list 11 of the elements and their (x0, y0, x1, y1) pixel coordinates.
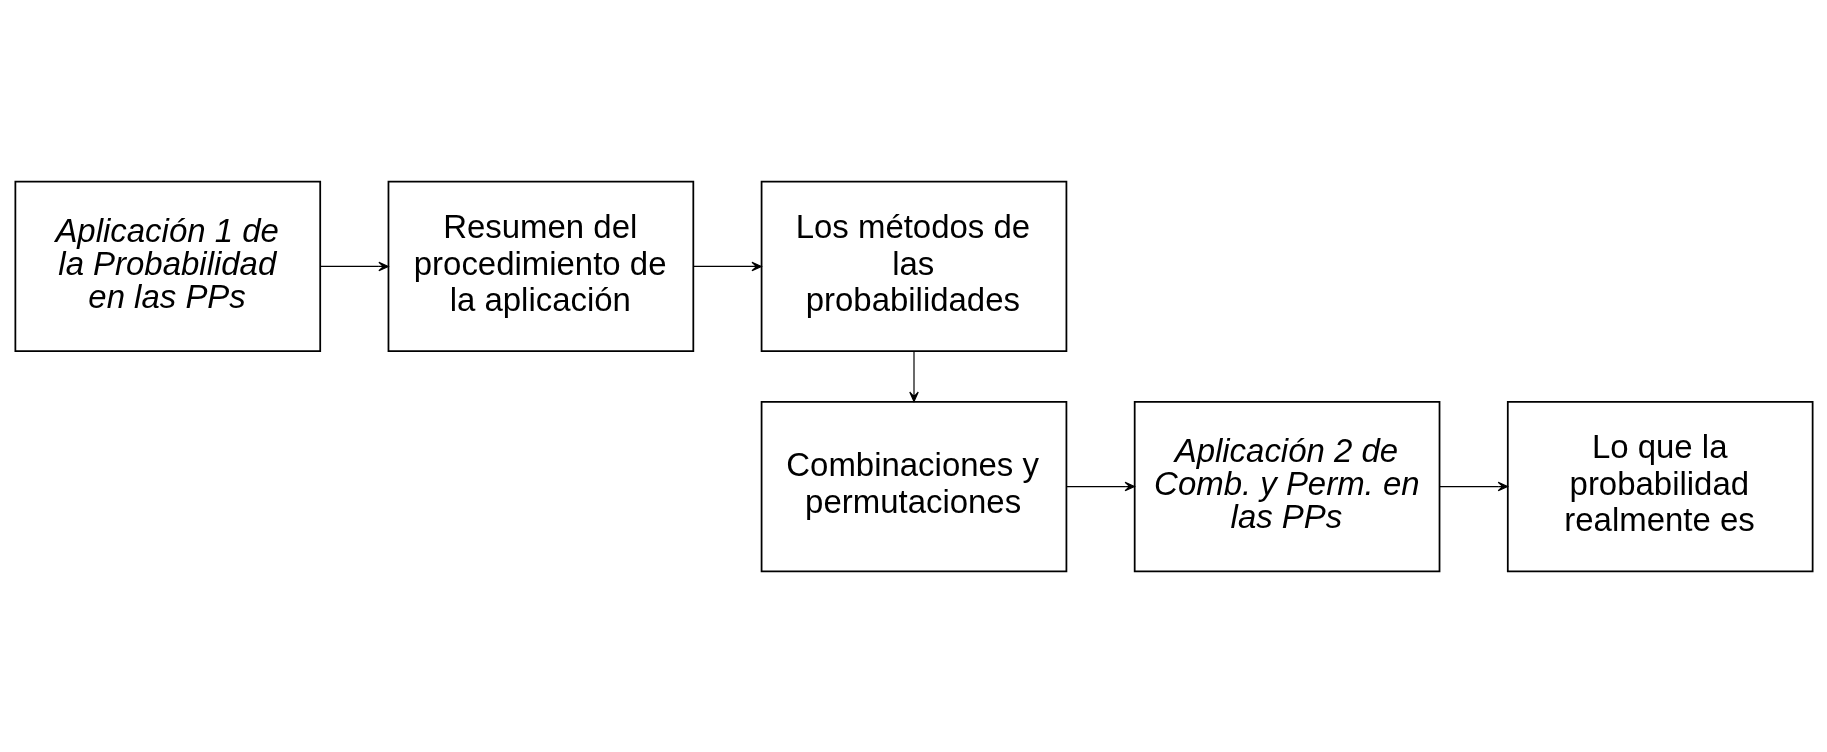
arrow (908, 350, 919, 402)
arrow (319, 261, 389, 271)
arrow (1065, 481, 1135, 491)
node-box: Lo que la probabilidad realmente es (1506, 400, 1813, 572)
node-box: Resumen del procedimiento de la aplicación (387, 180, 694, 352)
node-box: Aplicación 1 de la Probabilidad en las PPs (14, 180, 321, 352)
arrow (1438, 481, 1508, 491)
node-box: Los métodos de las probabilidades (760, 180, 1067, 352)
node-box: Combinaciones y permutaciones (760, 400, 1067, 572)
node-box: Aplicación 2 de Comb. y Perm. en las PPs (1133, 400, 1440, 572)
arrow (692, 261, 762, 271)
